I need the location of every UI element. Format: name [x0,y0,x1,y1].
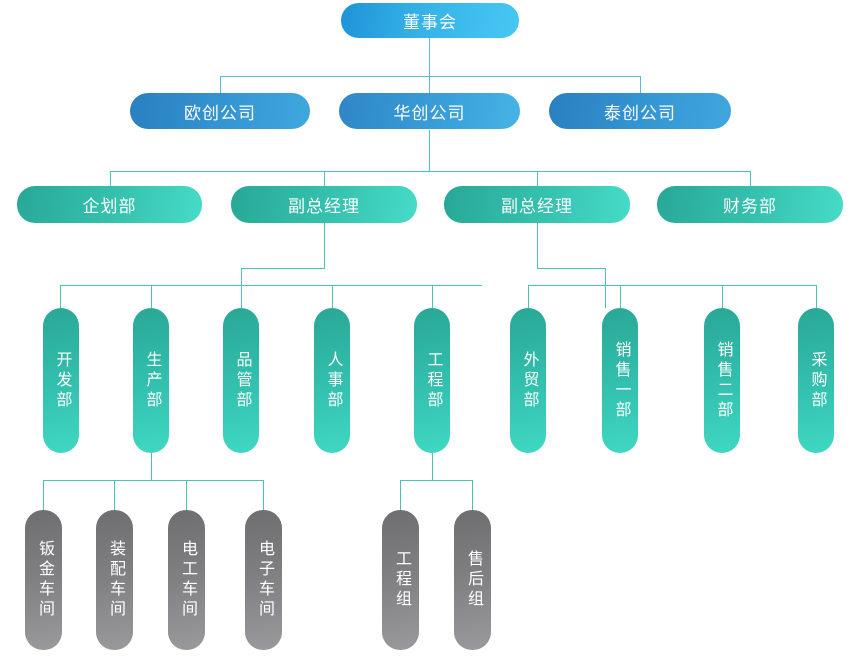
connector-vgm1-stem [324,222,325,268]
connector-prod-bus [43,480,263,481]
connector-drop-sales1 [620,285,621,308]
node-dev-label: 开发部 [53,350,71,411]
node-enggrp[interactable]: 工程组 [382,510,419,650]
connector-drop-plan [110,171,111,186]
node-sales1[interactable]: 销售一部 [602,308,638,453]
node-board-label: 董事会 [403,13,457,32]
node-hr[interactable]: 人事部 [314,308,350,453]
node-elec-label: 电工车间 [178,540,196,620]
node-oc[interactable]: 欧创公司 [130,93,310,129]
node-tc[interactable]: 泰创公司 [549,93,731,129]
connector-drop-vgm2 [537,171,538,186]
node-service[interactable]: 售后组 [454,510,491,650]
node-eng[interactable]: 工程部 [414,308,450,453]
connector-drop-hc [429,76,430,93]
connector-vgm2-jog [537,268,605,269]
connector-drop-vgm1 [324,171,325,186]
connector-drop-sheet [43,480,44,510]
connector-drop-qc [241,285,242,308]
connector-drop-dev [60,285,61,308]
node-board[interactable]: 董事会 [341,3,519,38]
node-hc-label: 华创公司 [393,103,466,123]
connector-hc-stem [429,130,430,171]
connector-vgm1-bus [60,285,482,286]
node-elec[interactable]: 电工车间 [168,510,205,650]
connector-drop-trade [528,285,529,308]
node-service-label: 售后组 [464,550,482,610]
node-oc-label: 欧创公司 [184,103,256,123]
node-purch[interactable]: 采购部 [798,308,834,453]
connector-drop-purch [816,285,817,308]
node-sheet[interactable]: 钣金车间 [25,510,62,650]
node-dev[interactable]: 开发部 [43,308,79,453]
connector-prod-stem [151,453,152,480]
connector-l2-bus [110,171,750,172]
node-sales1-label: 销售一部 [612,340,630,421]
node-eng-label: 工程部 [424,350,442,411]
node-prod-label: 生产部 [143,350,161,411]
connector-drop-tc [640,76,641,93]
connector-drop-fin [750,171,751,186]
node-sheet-label: 钣金车间 [35,540,53,620]
connector-l1-bus [220,76,640,77]
node-assy-label: 装配车间 [106,540,124,620]
node-qc[interactable]: 品管部 [223,308,259,453]
connector-vgm2-bus [528,285,816,286]
node-etron[interactable]: 电子车间 [245,510,282,650]
connector-eng-stem [432,453,433,480]
node-qc-label: 品管部 [233,350,251,411]
node-etron-label: 电子车间 [255,540,273,620]
node-trade-label: 外贸部 [520,350,538,411]
connector-drop-hr [332,285,333,308]
connector-vgm1-jog [241,268,325,269]
connector-drop-service [472,480,473,510]
node-fin[interactable]: 财务部 [657,186,843,223]
node-tc-label: 泰创公司 [604,103,676,123]
node-plan-label: 企划部 [82,197,137,216]
node-prod[interactable]: 生产部 [133,308,169,453]
connector-vgm2-drop [605,268,606,308]
node-trade[interactable]: 外贸部 [510,308,546,453]
node-vgm2[interactable]: 副总经理 [444,186,630,223]
node-purch-label: 采购部 [808,350,826,411]
connector-drop-elec [186,480,187,510]
connector-drop-oc [220,76,221,93]
node-vgm2-label: 副总经理 [501,197,573,216]
node-vgm1-label: 副总经理 [288,197,360,216]
node-hr-label: 人事部 [324,350,342,411]
connector-drop-sales2 [722,285,723,308]
node-enggrp-label: 工程组 [392,550,410,610]
connector-drop-etron [263,480,264,510]
connector-vgm2-stem [537,222,538,268]
connector-eng-bus [400,480,472,481]
node-assy[interactable]: 装配车间 [96,510,133,650]
connector-drop-eng [432,285,433,308]
connector-drop-assy [114,480,115,510]
connector-drop-prod [151,285,152,308]
node-vgm1[interactable]: 副总经理 [231,186,417,223]
connector-drop-enggrp [400,480,401,510]
node-sales2[interactable]: 销售二部 [704,308,740,453]
node-plan[interactable]: 企划部 [17,186,202,223]
node-sales2-label: 销售二部 [714,340,732,421]
node-fin-label: 财务部 [723,197,777,216]
connector-board-stem [429,37,430,76]
node-hc[interactable]: 华创公司 [339,93,520,129]
